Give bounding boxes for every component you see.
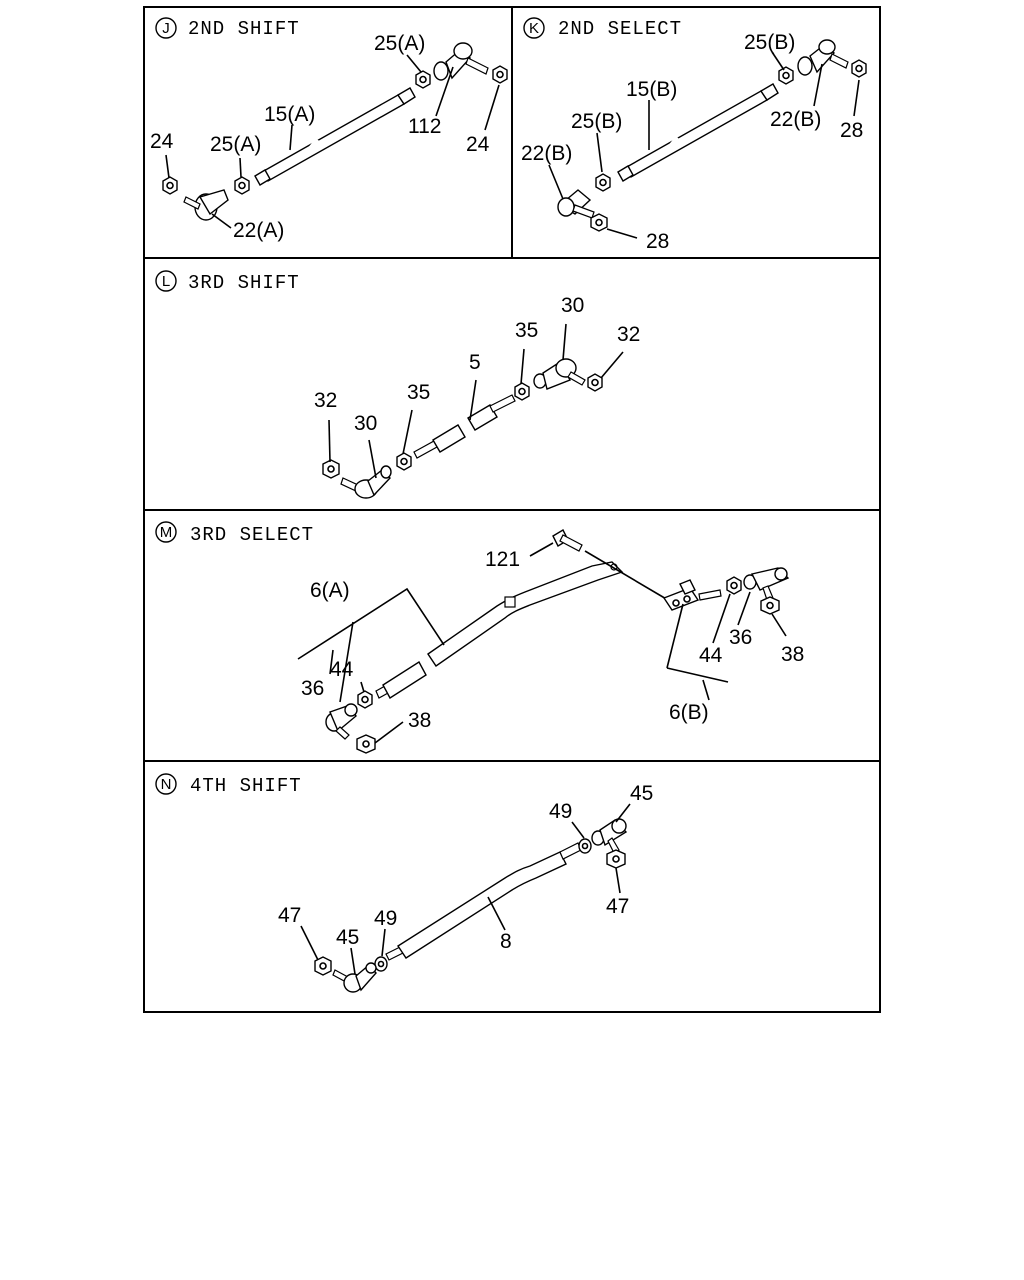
nut-47-right (606, 849, 626, 869)
rod-end-30-right (533, 358, 586, 390)
rod-15a (254, 87, 416, 186)
rod-end-30-left (340, 465, 392, 499)
label-32-right: 32 (617, 323, 640, 346)
nut-25b-right (778, 66, 794, 85)
label-22b-left: 22(B) (521, 142, 572, 165)
label-36-left: 36 (301, 677, 324, 700)
nut-24-left (162, 176, 178, 195)
bolt-121 (552, 529, 583, 552)
label-24-right: 24 (466, 133, 490, 156)
label-45-right: 45 (630, 782, 653, 805)
label-22a: 22(A) (233, 219, 284, 242)
label-47-left: 47 (278, 904, 301, 927)
label-30-right: 30 (561, 294, 584, 317)
label-15b: 15(B) (626, 78, 677, 101)
washer-49-right (578, 838, 592, 854)
panel-k-letter: K (529, 20, 539, 37)
panel-l-letter: L (162, 273, 170, 290)
nut-35-right (514, 382, 530, 401)
label-35-right: 35 (515, 319, 538, 342)
label-44-left: 44 (330, 658, 354, 681)
nut-38-left (356, 734, 376, 754)
panel-n-header: N 4TH SHIFT (155, 773, 302, 797)
label-36-right: 36 (729, 626, 752, 649)
ball-joint-22b-left (557, 189, 595, 219)
washer-49-left (374, 956, 388, 972)
nut-28-right (851, 59, 867, 78)
panel-m-drawing: 121 6(A) 44 36 38 44 36 38 6(B) (297, 529, 804, 754)
nut-25a-left (234, 176, 250, 195)
panel-j-letter: J (162, 20, 170, 37)
label-15a: 15(A) (264, 103, 315, 126)
nut-47-left (314, 956, 332, 976)
nut-35-left (396, 452, 412, 471)
label-112: 112 (408, 115, 441, 138)
label-24-left: 24 (150, 130, 174, 153)
rod-5 (413, 394, 516, 459)
ball-joint-36-right (743, 567, 790, 601)
label-6a: 6(A) (310, 579, 350, 602)
panel-l-title: 3RD SHIFT (188, 272, 300, 294)
nut-24-right (492, 65, 508, 84)
label-38-left: 38 (408, 709, 431, 732)
label-8: 8 (500, 930, 512, 953)
ball-joint-22b-right (797, 39, 849, 76)
label-28-right: 28 (840, 119, 863, 142)
rod-end-45-right (591, 818, 628, 854)
panel-k-header: K 2ND SELECT (523, 17, 682, 40)
label-28-lower: 28 (646, 230, 669, 253)
nut-44-left (357, 690, 373, 709)
nut-32-right (587, 373, 603, 392)
ball-joint-112 (433, 42, 489, 81)
ball-joint-22a (183, 189, 229, 221)
label-44-right: 44 (699, 644, 723, 667)
panel-n-drawing: 45 49 47 47 45 49 8 (278, 782, 653, 993)
label-35-left: 35 (407, 381, 430, 404)
panel-j-header: J 2ND SHIFT (155, 17, 300, 40)
nut-44-right (726, 576, 742, 595)
label-25b-top: 25(B) (744, 31, 795, 54)
label-121: 121 (485, 548, 520, 571)
nut-38-right (760, 596, 780, 615)
label-49-left: 49 (374, 907, 397, 930)
panel-n-title: 4TH SHIFT (190, 775, 302, 797)
nut-25a-right (415, 70, 431, 89)
ball-joint-36-left (325, 703, 358, 740)
bracket-6b (662, 579, 722, 611)
rod-end-45-left (332, 962, 377, 993)
panel-m-title: 3RD SELECT (190, 524, 314, 546)
panel-m-header: M 3RD SELECT (155, 521, 314, 546)
panel-m-letter: M (160, 524, 173, 541)
label-45-left: 45 (336, 926, 359, 949)
label-30-left: 30 (354, 412, 377, 435)
panel-k-drawing: 25(B) 15(B) 22(B) 28 25(B) 22(B) 28 (521, 31, 867, 253)
label-47-right: 47 (606, 895, 629, 918)
label-32-left: 32 (314, 389, 337, 412)
label-38-right: 38 (781, 643, 804, 666)
nut-32-left (322, 459, 340, 479)
panel-frame (143, 6, 881, 1013)
label-25b-left: 25(B) (571, 110, 622, 133)
label-6b: 6(B) (669, 701, 709, 724)
panel-l-drawing: 30 35 32 5 32 35 30 (314, 294, 640, 499)
panel-j-title: 2ND SHIFT (188, 18, 300, 40)
rod-8 (385, 842, 582, 961)
label-49-right: 49 (549, 800, 572, 823)
panel-j-drawing: 25(A) 112 24 15(A) 24 25(A) 22(A) (150, 32, 508, 242)
label-5: 5 (469, 351, 481, 374)
rod-6a (375, 561, 624, 699)
panel-n-letter: N (161, 776, 172, 793)
panel-l-header: L 3RD SHIFT (155, 270, 300, 294)
label-25a-top: 25(A) (374, 32, 425, 55)
panel-k-title: 2ND SELECT (558, 18, 682, 40)
nut-25b-left (595, 173, 611, 192)
label-25a-left: 25(A) (210, 133, 261, 156)
nut-28-lower (590, 213, 608, 232)
rod-15b (617, 83, 779, 182)
label-22b-right: 22(B) (770, 108, 821, 131)
